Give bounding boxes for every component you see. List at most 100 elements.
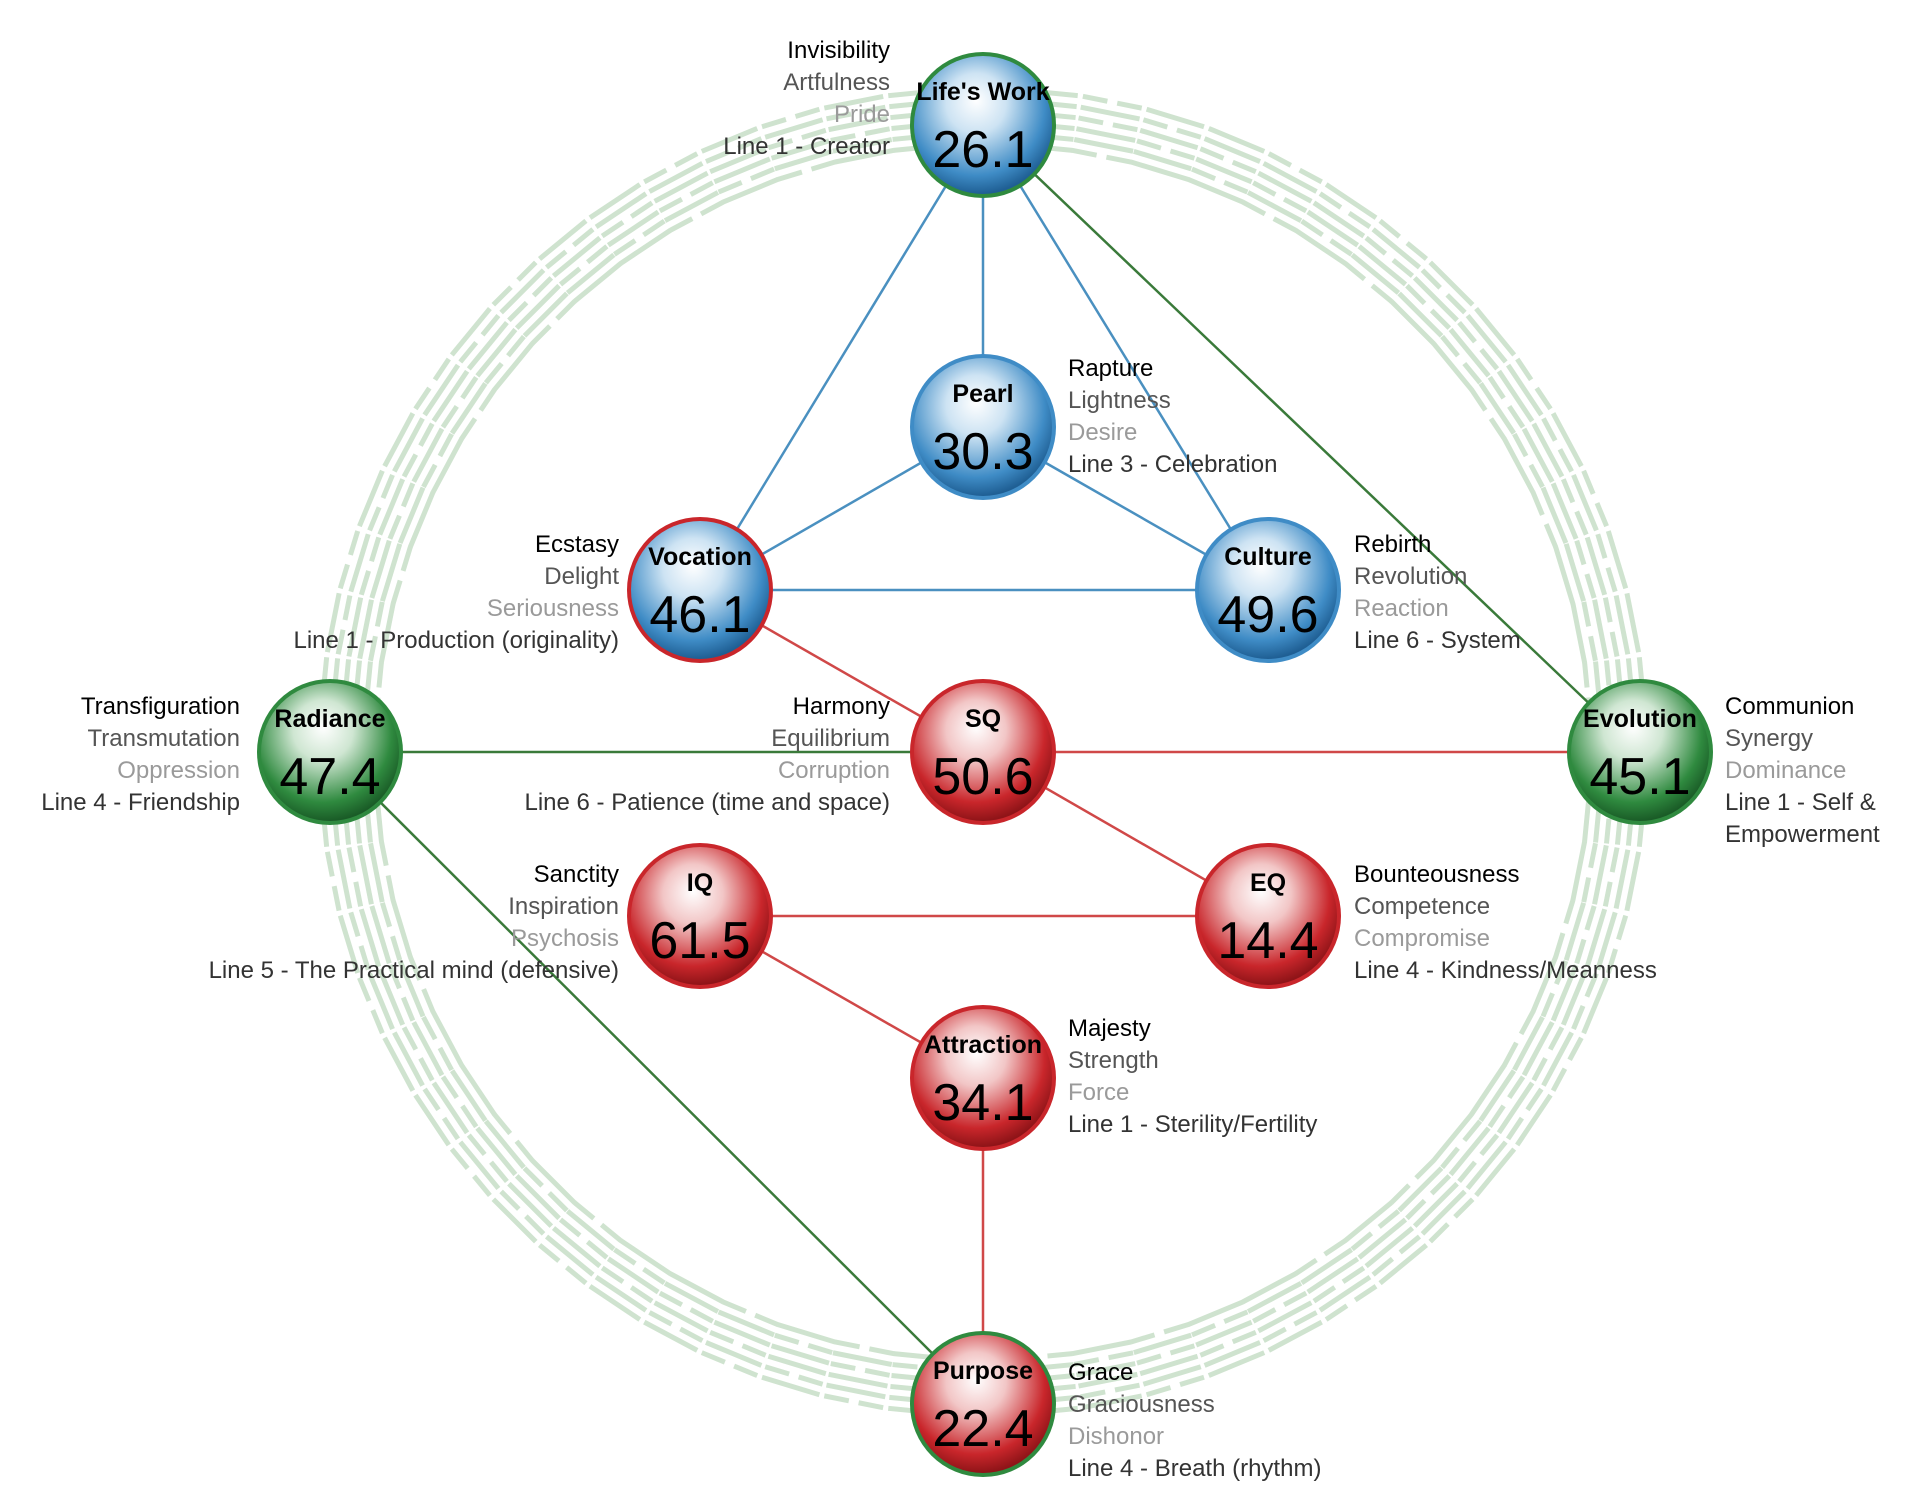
hexagram-glyph: [700, 126, 780, 205]
hexagram-glyph: [1530, 955, 1609, 1035]
node-value: 50.6: [932, 748, 1033, 806]
node-title: Life's Work: [916, 78, 1049, 106]
node-label-line: Rapture: [1068, 355, 1153, 382]
node-label-line: Line 4 - Breath (rhythm): [1068, 1455, 1321, 1482]
hexagram-glyph: [324, 840, 396, 912]
node-label-line: Seriousness: [487, 595, 619, 622]
node-label-line: Majesty: [1068, 1015, 1151, 1042]
node-sphere: [631, 521, 769, 659]
node-label-line: Dishonor: [1068, 1423, 1164, 1450]
hexagram-glyph: [823, 93, 895, 165]
node-sphere: [914, 56, 1052, 194]
hexagram-glyph: [1431, 306, 1517, 392]
edge-lifes-work-vocation: [698, 124, 985, 591]
node-label-line: Line 1 - Sterility/Fertility: [1068, 1111, 1317, 1138]
node-eq: EQ 14.4: [1195, 843, 1341, 989]
node-label-line: Rebirth: [1354, 531, 1431, 558]
node-sphere: [1571, 683, 1709, 821]
sphere-nodes: Life's Work26.1Pearl30.3Vocation46.1Cult…: [257, 52, 1713, 1477]
edge-radiance-purpose: [329, 751, 984, 1405]
hexagram-glyph: [1389, 1158, 1475, 1244]
node-label-line: Grace: [1068, 1359, 1133, 1386]
node-value: 34.1: [932, 1074, 1033, 1132]
node-sphere: [914, 1009, 1052, 1147]
hexagram-glyph: [413, 1063, 497, 1147]
node-label-line: Transfiguration: [81, 693, 240, 720]
hexagram-glyph: [1502, 1010, 1584, 1092]
edge-lifes-work-evolution: [982, 124, 1641, 753]
node-label-line: Line 4 - Kindness/Meanness: [1354, 957, 1657, 984]
node-label-line: Transmutation: [87, 725, 240, 752]
node-value: 14.4: [1217, 912, 1318, 970]
node-sphere: [914, 358, 1052, 496]
hexagram-glyph: [382, 1010, 464, 1092]
connection-lines: [329, 124, 1641, 1405]
hexagram-glyph: [357, 955, 436, 1035]
node-label-line: Corruption: [778, 757, 890, 784]
edge-lifes-work-culture: [981, 124, 1270, 591]
hexagram-glyph: [1071, 93, 1143, 165]
node-lifes-work: Life's Work 26.1: [910, 52, 1056, 198]
node-label-line: Line 4 - Friendship: [41, 789, 240, 816]
hexagram-glyph: [449, 306, 535, 392]
node-label-line: Graciousness: [1068, 1391, 1215, 1418]
node-label-line: Communion: [1725, 693, 1854, 720]
hexagram-glyph: [700, 1299, 780, 1378]
node-value: 45.1: [1589, 748, 1690, 806]
hexagram-glyph: [1570, 840, 1642, 912]
node-sphere: [261, 683, 399, 821]
hexagram-glyph: [491, 1158, 577, 1244]
hexagram-glyph: [1469, 357, 1553, 441]
node-label-line: Line 3 - Celebration: [1068, 451, 1277, 478]
hexagram-glyph: [1389, 260, 1475, 346]
hexagram-glyph: [1241, 151, 1323, 233]
hexagram-glyph: [537, 218, 623, 304]
node-title: EQ: [1250, 869, 1286, 897]
node-sphere: [1199, 847, 1337, 985]
node-value: 26.1: [932, 121, 1033, 179]
node-sphere: [914, 683, 1052, 821]
node-title: IQ: [687, 869, 713, 897]
node-label-line: Force: [1068, 1079, 1129, 1106]
node-label-line: Line 5 - The Practical mind (defensive): [209, 957, 619, 984]
hexagram-glyph: [1553, 530, 1629, 606]
node-label-line: Harmony: [793, 693, 890, 720]
hexagram-glyph: [823, 1339, 895, 1411]
node-label-line: Psychosis: [511, 925, 619, 952]
node-label-line: Reaction: [1354, 595, 1449, 622]
node-label-line: Artfulness: [783, 69, 890, 96]
hexagram-glyph: [337, 530, 413, 606]
hexagram-glyph: [324, 592, 396, 664]
hexagram-glyph: [761, 106, 837, 182]
node-label-line: Competence: [1354, 893, 1490, 920]
node-label-line: Line 6 - Patience (time and space): [524, 789, 890, 816]
hexagram-glyph: [537, 1200, 623, 1286]
hexagram-glyph: [1343, 1200, 1429, 1286]
hexagram-glyph: [1241, 1271, 1323, 1353]
node-title: Evolution: [1583, 705, 1697, 733]
hexagram-glyph: [1294, 182, 1378, 266]
node-title: Radiance: [274, 705, 385, 733]
node-label-line: Pride: [834, 101, 890, 128]
node-title: Culture: [1224, 543, 1312, 571]
node-title: Vocation: [648, 543, 752, 571]
hexagram-glyph: [1469, 1063, 1553, 1147]
hexagram-glyph: [1186, 126, 1266, 205]
node-label-line: Equilibrium: [771, 725, 890, 752]
hexagram-glyph: [382, 412, 464, 494]
node-label-line: Empowerment: [1725, 821, 1880, 848]
node-title: Purpose: [933, 1357, 1033, 1385]
node-label-line: Lightness: [1068, 387, 1171, 414]
